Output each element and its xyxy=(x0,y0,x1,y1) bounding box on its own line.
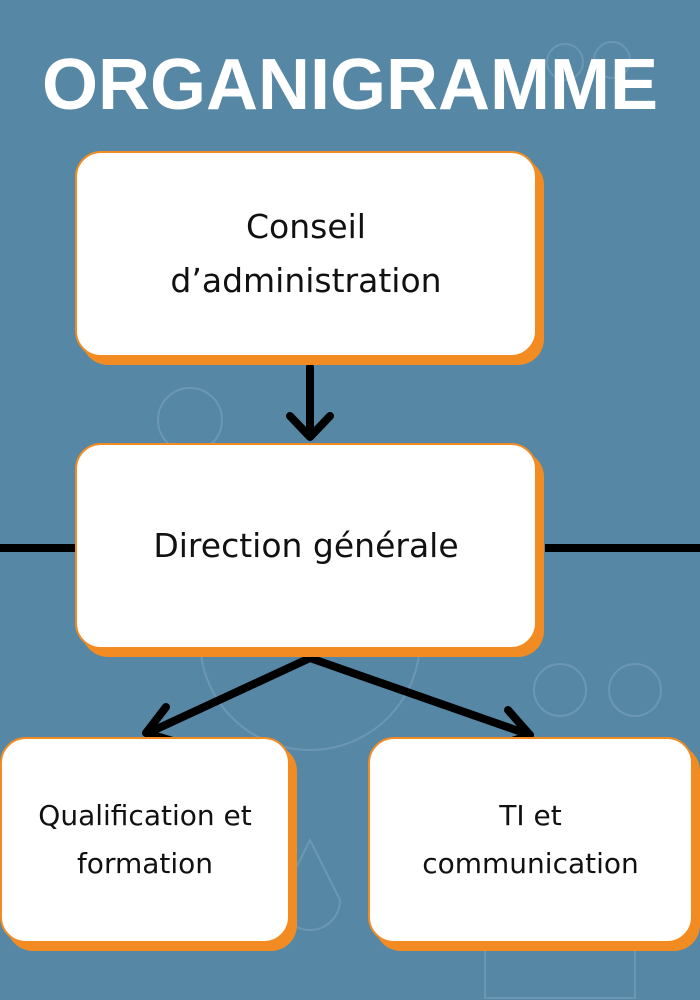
node-label: formation xyxy=(76,847,214,880)
arrow-conseil-to-direction xyxy=(286,363,334,441)
node-conseil-administration: Conseil d’administration xyxy=(75,151,537,357)
arrow-direction-to-qualification xyxy=(142,654,314,746)
node-label: TI et xyxy=(499,799,562,832)
page-title: ORGANIGRAMME xyxy=(42,45,658,125)
node-direction-generale: Direction générale xyxy=(75,443,537,649)
node-qualification-formation: Qualification et formation xyxy=(0,737,290,943)
node-label: communication xyxy=(422,847,639,880)
node-ti-communication: TI et communication xyxy=(368,737,693,943)
node-label: d’administration xyxy=(170,261,442,300)
node-label: Qualification et xyxy=(38,799,252,832)
arrow-direction-to-ti xyxy=(306,654,534,749)
node-label: Direction générale xyxy=(153,526,459,565)
node-label: Conseil xyxy=(246,207,366,246)
